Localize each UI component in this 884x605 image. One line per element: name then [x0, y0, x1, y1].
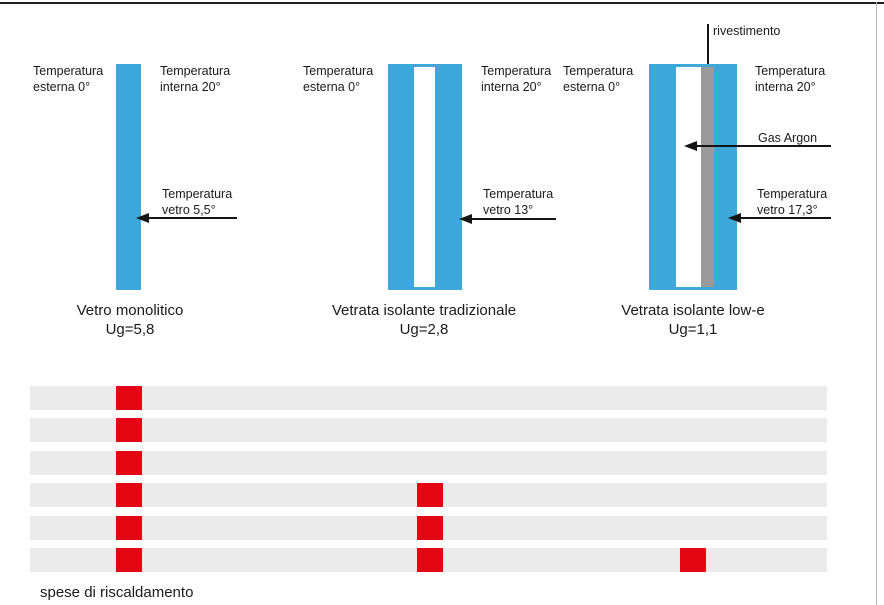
- glass-temperature-label: Temperatura vetro 13°: [483, 187, 554, 217]
- cost-row: [30, 418, 827, 443]
- glass-temperature-label: Temperatura vetro 5,5°: [162, 187, 233, 217]
- ug-value: Ug=2,8: [399, 321, 449, 338]
- glass-temperature-arrow: [459, 214, 556, 224]
- arrow-line: [693, 145, 831, 147]
- cost-unit: [116, 450, 142, 475]
- panel-title: Vetrata isolante low-e: [621, 302, 765, 319]
- cost-unit: [417, 548, 443, 572]
- top-border-line: [0, 2, 884, 4]
- internal-temperature-label: Temperatura interna 20°: [160, 64, 231, 94]
- internal-temperature-label: Temperatura interna 20°: [481, 64, 552, 94]
- cost-row: [30, 450, 827, 475]
- arrow-line: [145, 217, 237, 219]
- cost-unit: [116, 548, 142, 572]
- external-temperature-label: Temperatura esterna 0°: [33, 64, 104, 94]
- right-border-line: [876, 2, 877, 605]
- panel-title-block: Vetrata isolante tradizionale Ug=2,8: [304, 301, 544, 339]
- ug-value: Ug=1,1: [668, 321, 718, 338]
- heating-costs-caption: spese di riscaldamento: [40, 584, 194, 601]
- cost-row: [30, 386, 827, 410]
- arrow-line: [707, 24, 709, 72]
- panel-title-block: Vetrata isolante low-e Ug=1,1: [573, 301, 813, 339]
- arrowhead-left-icon: [459, 214, 472, 224]
- ug-value: Ug=5,8: [105, 321, 155, 338]
- internal-temperature-label: Temperatura interna 20°: [755, 64, 826, 94]
- glass-temperature-arrow: [136, 213, 237, 223]
- panel-title: Vetrata isolante tradizionale: [331, 302, 517, 319]
- panel-title: Vetro monolitico: [76, 302, 184, 319]
- glass-temperature-arrow: [728, 213, 831, 223]
- low-e-coating-strip: [701, 67, 714, 287]
- argon-gas-label: Gas Argon: [758, 131, 818, 145]
- glazing-unit-traditional: [388, 64, 462, 290]
- argon-gap: [676, 67, 701, 287]
- cost-unit: [417, 483, 443, 508]
- cost-unit: [116, 515, 142, 540]
- glass-temperature-label: Temperatura vetro 17,3°: [757, 187, 828, 217]
- glazing-unit-low-e: [649, 64, 737, 290]
- arrow-line: [737, 217, 831, 219]
- cost-unit: [680, 548, 706, 572]
- panel-title-block: Vetro monolitico Ug=5,8: [30, 301, 230, 339]
- cost-unit: [116, 386, 142, 410]
- cost-unit: [417, 515, 443, 540]
- external-temperature-label: Temperatura esterna 0°: [563, 64, 634, 94]
- arrowhead-left-icon: [136, 213, 149, 223]
- coating-label: rivestimento: [713, 24, 781, 38]
- heating-costs-chart: [30, 386, 827, 573]
- external-temperature-label: Temperatura esterna 0°: [303, 64, 374, 94]
- arrowhead-left-icon: [684, 141, 697, 151]
- air-gap: [414, 67, 435, 287]
- cost-unit: [116, 418, 142, 443]
- arrowhead-left-icon: [728, 213, 741, 223]
- arrow-line: [468, 218, 556, 220]
- cost-unit: [116, 483, 142, 508]
- glass-pane-monolithic: [116, 64, 141, 290]
- argon-gas-arrow: [684, 141, 831, 151]
